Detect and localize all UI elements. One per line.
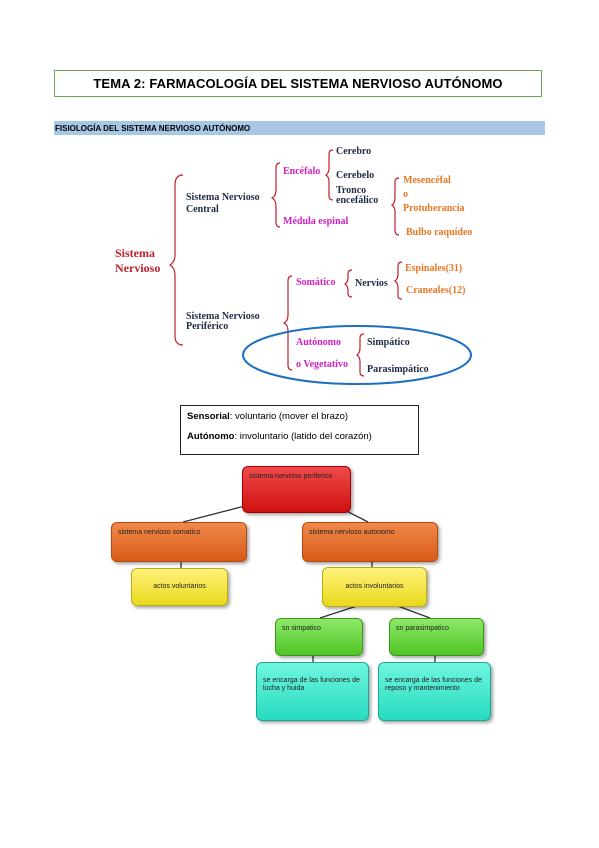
brace-root	[168, 174, 184, 346]
brace-nervios	[393, 261, 403, 300]
scheme-simpatico: Simpático	[367, 337, 410, 348]
tree-node-voluntary: actos voluntarios	[131, 568, 228, 606]
scheme-medula: Médula espinal	[283, 216, 349, 227]
tree-node-root: sistema nervioso periferico	[242, 466, 351, 513]
scheme-cerebelo: Cerebelo	[336, 170, 375, 181]
tree-node-involuntary: actos involuntarios	[322, 567, 427, 607]
tree-node-somatic: sistema nervioso somatico	[111, 522, 247, 562]
scheme-vegetativo: o Vegetativo	[296, 359, 348, 370]
brace-encefalo	[324, 149, 334, 201]
brace-snp	[282, 275, 293, 371]
page-title: TEMA 2: FARMACOLOGÍA DEL SISTEMA NERVIOS…	[54, 70, 542, 97]
scheme-craneales: Craneales(12)	[406, 285, 466, 296]
tree-node-autonomic: sistema nervioso autonomo	[302, 522, 438, 562]
tree-node-sympathetic-function: se encarga de las funciones de lucha y h…	[256, 662, 369, 721]
brace-autonomo	[355, 333, 365, 377]
connector-involuntary-sympathetic	[319, 604, 361, 619]
scheme-somatico: Somático	[296, 277, 336, 288]
scheme-parasimpatico: Parasimpático	[367, 364, 429, 375]
tree-node-parasympathetic: sn parasimpatico	[389, 618, 484, 656]
scheme-bulbo: Bulbo raquídeo	[406, 227, 473, 238]
scheme-mesencefalo: Mesencéfal	[403, 175, 451, 186]
definitions-box: Sensorial: voluntario (mover el brazo) A…	[180, 405, 419, 455]
section-heading: FISIOLOGÍA DEL SISTEMA NERVIOSO AUTÓNOMO	[54, 121, 545, 135]
autonomic-highlight-ellipse	[242, 325, 472, 385]
tree-node-sympathetic: sn simpatico	[275, 618, 363, 656]
brace-tronco	[390, 177, 400, 236]
brace-somatico	[343, 269, 353, 298]
definition-sensorial: Sensorial: voluntario (mover el brazo)	[187, 411, 349, 422]
connector-involuntary-parasympathetic	[394, 604, 431, 619]
scheme-or-1: o	[403, 189, 408, 200]
scheme-cerebro: Cerebro	[336, 146, 372, 157]
scheme-autonomo: Autónomo	[296, 337, 342, 348]
definition-autonomo: Autónomo: involuntario (latido del coraz…	[187, 431, 372, 442]
tree-node-parasympathetic-function: se encarga de las funciones de reposo y …	[378, 662, 491, 721]
brace-snc	[270, 162, 281, 228]
scheme-nervios: Nervios	[355, 278, 388, 289]
scheme-espinales: Espinales(31)	[405, 263, 463, 274]
scheme-protuberancia: Protuberancia	[403, 203, 465, 214]
scheme-encefalo: Encéfalo	[283, 166, 321, 177]
